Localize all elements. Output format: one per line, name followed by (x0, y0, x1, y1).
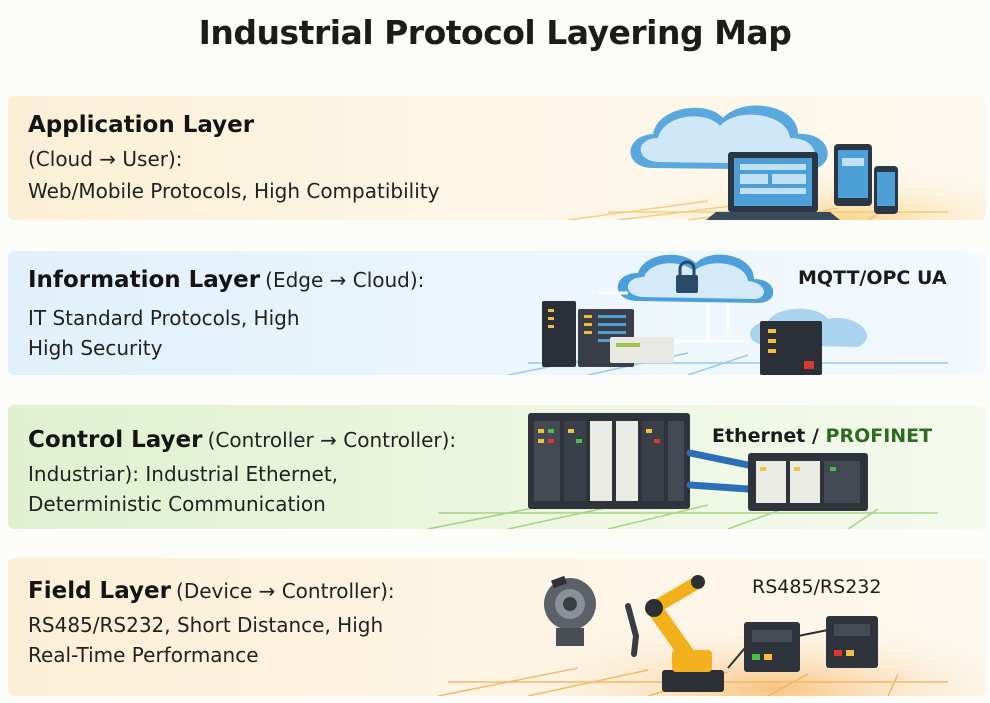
cloud-laptop-phone-icon (488, 96, 986, 220)
page-title: Industrial Protocol Layering Map (198, 13, 792, 52)
field-protocol-tag: RS485/RS232 (752, 576, 882, 598)
plc-rack-icon (427, 413, 938, 529)
cloud-server-lock-icon (507, 254, 948, 375)
field-layer-band: Field Layer (Device → Controller): RS485… (8, 558, 986, 696)
control-layer-desc-1: Industriar): Industrial Ethernet, (28, 462, 339, 486)
information-layer-title: Information Layer (Edge → Cloud): (28, 267, 425, 293)
control-protocol-tag: Ethernet / PROFINET (712, 425, 933, 447)
information-layer-band: Information Layer (Edge → Cloud): IT Sta… (8, 251, 986, 375)
application-layer-desc: Web/Mobile Protocols, High Compatibility (28, 179, 440, 203)
information-protocol-tag: MQTT/OPC UA (798, 267, 947, 289)
application-layer-scope: (Cloud → User): (28, 147, 183, 171)
control-layer-band: Control Layer (Controller → Controller):… (8, 405, 986, 529)
application-layer-title: Application Layer (28, 112, 255, 138)
application-layer-band: Application Layer (Cloud → User): Web/Mo… (8, 96, 986, 220)
information-layer-desc-2: High Security (28, 336, 163, 360)
information-layer-desc-1: IT Standard Protocols, High (28, 306, 300, 330)
robot-arm-sensor-icon (428, 558, 986, 696)
field-layer-desc-2: Real-Time Performance (28, 643, 259, 667)
control-layer-title: Control Layer (Controller → Controller): (28, 427, 457, 453)
field-layer-title: Field Layer (Device → Controller): (28, 578, 395, 604)
field-layer-desc-1: RS485/RS232, Short Distance, High (28, 613, 384, 637)
control-layer-desc-2: Deterministic Communication (28, 492, 326, 516)
